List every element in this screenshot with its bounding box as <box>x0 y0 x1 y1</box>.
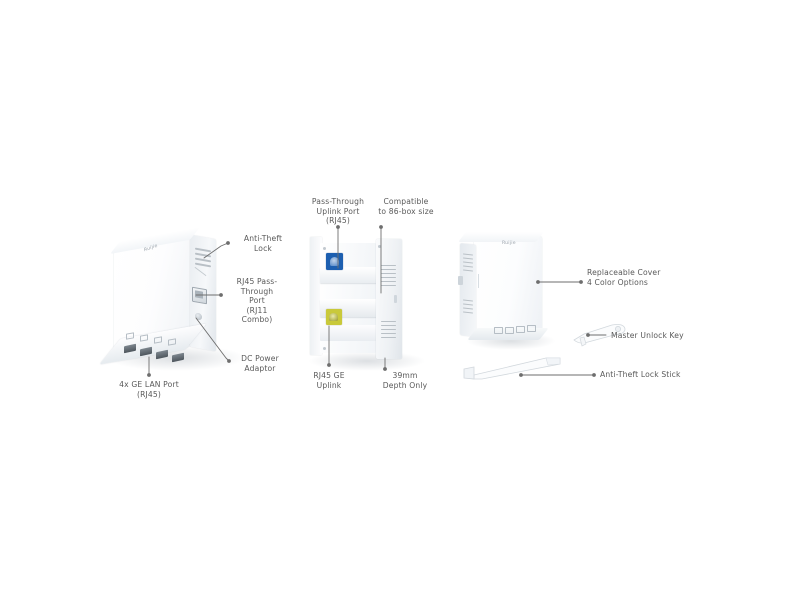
vent-slit <box>381 265 396 267</box>
mounting-screw <box>323 347 326 350</box>
cover-seam <box>478 274 479 288</box>
vent-slit <box>381 285 396 287</box>
vent-slit <box>381 325 396 327</box>
callout-replaceable-cover: Replaceable Cover 4 Color Options <box>587 268 661 287</box>
vent-slit <box>381 321 396 323</box>
anti-theft-lock-stick <box>462 354 570 380</box>
mounting-screw <box>323 247 326 250</box>
cover-clip <box>458 276 463 285</box>
dc-power-jack <box>195 312 202 321</box>
rear-side-wall <box>376 239 402 359</box>
port-indicator <box>516 326 525 333</box>
callout-dc-power-adaptor: DC Power Adaptor <box>241 354 279 373</box>
vent-slit <box>381 329 396 331</box>
callout-4x-ge-lan-port: 4x GE LAN Port (RJ45) <box>119 380 179 399</box>
rear-backplate <box>310 237 322 355</box>
uplink-port-inner <box>329 313 338 321</box>
brand-logo: Ruijie <box>502 241 516 246</box>
port-indicator <box>494 327 503 334</box>
lock-stick-icon <box>463 357 561 380</box>
rear-port-device <box>308 225 426 371</box>
device-shadow <box>308 351 426 371</box>
rj45-port-inner <box>194 290 203 299</box>
vent-slit <box>381 337 396 339</box>
side-notch <box>394 295 397 303</box>
callout-master-unlock-key: Master Unlock Key <box>611 331 684 340</box>
callout-anti-theft-lock: Anti-Theft Lock <box>243 234 283 253</box>
vent-slit <box>381 333 396 335</box>
callout-pass-through-uplink-port: Pass-Through Uplink Port (RJ45) <box>311 197 365 226</box>
front-angled-device: Ruijie <box>99 225 246 375</box>
unlock-key-icon <box>573 324 626 347</box>
vent-slit <box>381 269 396 271</box>
vent-slit <box>381 281 396 283</box>
port-indicator <box>505 327 514 334</box>
callout-rj45-ge-uplink: RJ45 GE Uplink <box>313 371 345 390</box>
vent-slit <box>381 273 396 275</box>
cover-and-accessories-device: Ruijie <box>458 228 700 383</box>
rear-shelf <box>320 325 380 341</box>
callout-compatible-86-box: Compatible to 86-box size <box>378 197 434 216</box>
callout-rj45-pass-through-port: RJ45 Pass- Through Port (RJ11 Combo) <box>236 277 278 325</box>
port-indicator <box>527 325 536 332</box>
callout-39mm-depth: 39mm Depth Only <box>382 371 428 390</box>
vent-slit <box>381 277 396 279</box>
replaceable-cover-top <box>458 232 544 242</box>
rear-shelf <box>320 267 382 283</box>
uplink-port-inner <box>330 257 339 266</box>
mounting-screw <box>378 245 381 248</box>
callout-anti-theft-lock-stick: Anti-Theft Lock Stick <box>600 370 681 379</box>
master-unlock-key <box>568 320 628 348</box>
replaceable-cover-front <box>474 236 542 336</box>
